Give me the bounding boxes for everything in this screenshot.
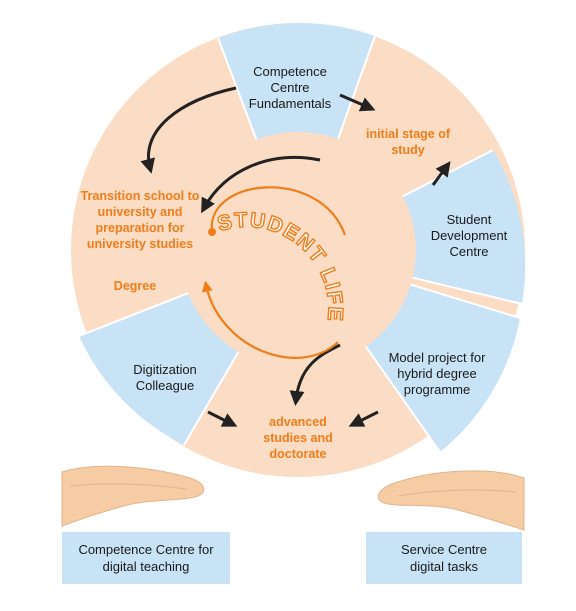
right-hand-illustration [377,470,525,531]
label-advanced: advanced studies and doctorate [250,414,346,462]
arrow-inner-down [289,343,341,406]
label-line: Colleague [135,378,195,393]
label-student-development: Student Development Centre [414,212,524,260]
spiral-outer [202,280,339,359]
left-hand-illustration [61,465,205,527]
label-line: doctorate [269,447,327,461]
label-line: programme [403,382,471,397]
label-line: hybrid degree [397,366,477,381]
arrow-bottom-right [348,410,379,427]
arrow-top-left-curve [140,86,237,174]
label-model-project: Model project for hybrid degree programm… [372,350,502,398]
arrow-top-right [339,93,376,112]
label-line: Competence [253,64,327,79]
label-line: Centre [270,80,310,95]
label-line: preparation for [95,221,185,235]
label-digitization-colleague: Digitization Colleague [110,362,220,394]
spiral-inner [210,186,347,236]
arrow-inner-top [201,155,321,214]
inner-hub [180,132,416,368]
label-line: initial stage of [365,127,451,141]
box-competence-digital-teaching: Competence Centre for digital teaching [62,532,230,584]
label-initial-stage: initial stage of study [356,126,460,158]
box-service-digital-tasks: Service Centre digital tasks [366,532,522,584]
arrow-bottom-left [207,410,238,427]
arrow-right-up [431,161,451,186]
label-line: Fundamentals [248,96,332,111]
label-line: Development [430,228,508,243]
label-line: university studies [86,237,194,251]
label-line: Student [446,212,492,227]
label-competence-fundamentals: Competence Centre Fundamentals [230,64,350,112]
box-line: Service Centre [401,542,487,557]
box-line: digital tasks [410,559,478,574]
label-line: Digitization [133,362,197,377]
box-line: digital teaching [102,559,190,574]
label-line: Model project for [388,350,486,365]
label-line: Transition school to [80,189,200,203]
label-line: Centre [449,244,489,259]
label-line: advanced [269,415,327,429]
label-transition: Transition school to university and prep… [70,188,210,252]
label-line: university and [97,205,183,219]
label-line: study [391,143,425,157]
label-line: studies and [263,431,333,445]
box-line: Competence Centre for [78,542,214,557]
label-degree: Degree [113,279,157,293]
